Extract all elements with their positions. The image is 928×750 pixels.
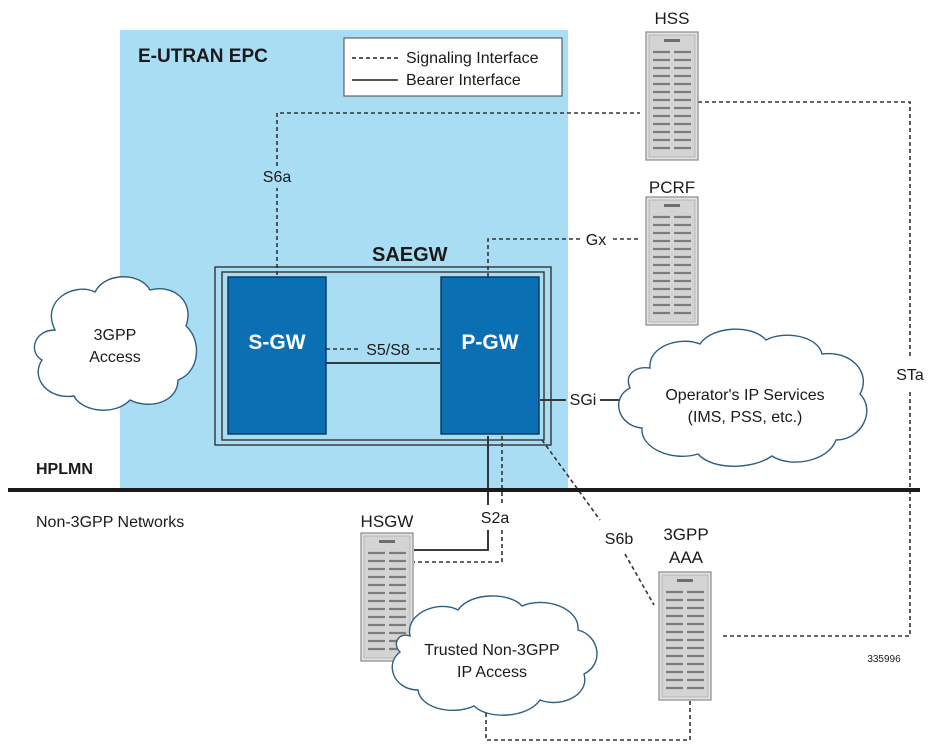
cloud-ip-services: Operator's IP Services (IMS, PSS, etc.) (618, 328, 868, 467)
s6b-link-lower (624, 553, 655, 606)
pgw-label: P-GW (461, 331, 518, 354)
hsgw-label: HSGW (361, 512, 414, 531)
hsgw-server: HSGW (359, 512, 415, 663)
saegw-box: SAEGW (214, 244, 552, 446)
s6b-link (541, 439, 601, 521)
ip-services-line1: Operator's IP Services (665, 387, 824, 404)
s2a-signaling-lower (414, 530, 503, 563)
pgw-node: P-GW (440, 276, 540, 435)
cloud-trusted-non3gpp: Trusted Non-3GPP IP Access (391, 595, 598, 716)
figure-id: 335996 (867, 654, 901, 665)
access-cloud-line1: 3GPP (94, 327, 137, 344)
s6b-label: S6b (605, 531, 634, 548)
s6a-link-upper (276, 112, 640, 166)
sgw-label: S-GW (248, 331, 305, 354)
sgi-label: SGi (570, 392, 597, 409)
pcrf-server: PCRF (644, 178, 700, 327)
saegw-title: SAEGW (372, 244, 448, 266)
s2a-bearer-lower (414, 530, 489, 551)
aaa-label-line1: 3GPP (663, 525, 708, 544)
hss-server: HSS (644, 9, 700, 162)
gx-label: Gx (586, 232, 606, 249)
hplmn-label: HPLMN (36, 461, 93, 478)
cloud-3gpp-access: 3GPP Access (33, 276, 198, 411)
aaa-label-line2: AAA (669, 548, 704, 567)
trusted-line1: Trusted Non-3GPP (424, 642, 559, 659)
aaa-server: 3GPP AAA (657, 525, 713, 702)
legend: Signaling Interface Bearer Interface (343, 37, 563, 97)
s5s8-label: S5/S8 (366, 342, 410, 359)
epc-title: E-UTRAN EPC (138, 46, 268, 67)
s2a-label: S2a (481, 510, 510, 527)
s6a-label: S6a (263, 169, 292, 186)
pcrf-label: PCRF (649, 178, 695, 197)
access-cloud-line2: Access (89, 349, 141, 366)
sta-link (698, 101, 911, 356)
hss-label: HSS (655, 9, 690, 28)
non3gpp-label: Non-3GPP Networks (36, 514, 184, 531)
gx-link (487, 238, 580, 277)
sgw-node: S-GW (227, 276, 327, 435)
legend-signaling-label: Signaling Interface (406, 50, 539, 67)
sta-label: STa (896, 367, 924, 384)
aaa-trusted-link (485, 680, 691, 741)
legend-bearer-label: Bearer Interface (406, 72, 521, 89)
ip-services-line2: (IMS, PSS, etc.) (688, 409, 803, 426)
trusted-line2: IP Access (457, 664, 527, 681)
signaling-links (276, 101, 911, 741)
